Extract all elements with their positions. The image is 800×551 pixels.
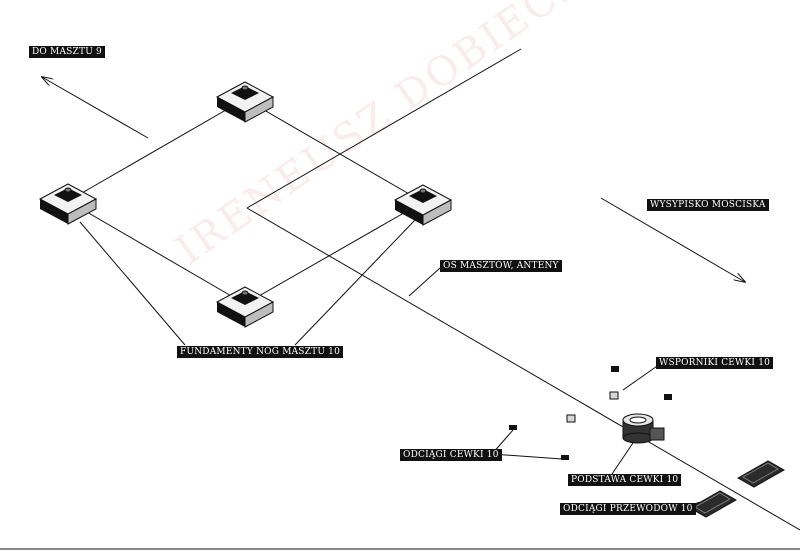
label-mast-axis: OŚ MASZTÓW, ANTENY bbox=[440, 260, 562, 272]
foundation-block-right bbox=[393, 184, 453, 226]
coil-guy-1 bbox=[509, 425, 517, 430]
wire-guy-block-2 bbox=[688, 490, 738, 518]
label-mast-leg-foundations: FUNDAMENTY NÓG MASZTU 10 bbox=[177, 346, 344, 358]
foundation-block-top bbox=[215, 81, 275, 123]
arrow-to-landfill bbox=[600, 197, 745, 282]
foundation-outline bbox=[67, 98, 424, 305]
label-landfill: WYSYPISKO MOŚCISKA bbox=[647, 199, 769, 211]
label-coil-guys: ODCIĄGI CEWKI 10 bbox=[400, 449, 502, 461]
coil-support-1 bbox=[611, 366, 619, 372]
coil-base bbox=[622, 413, 665, 444]
leader-lines bbox=[79, 219, 713, 507]
coil-support-3 bbox=[664, 394, 672, 400]
label-to-mast-9: DO MASZTU 9 bbox=[29, 46, 105, 58]
foundation-block-bottom bbox=[215, 286, 275, 328]
arrow-to-mast-9 bbox=[42, 77, 149, 139]
foundation-block-left bbox=[38, 183, 98, 225]
label-wire-guys: ODCIĄGI PRZEWODÓW 10 bbox=[560, 503, 696, 515]
label-coil-base: PODSTAWA CEWKI 10 bbox=[568, 474, 682, 486]
coil-guy-2 bbox=[561, 455, 569, 460]
mast-axis bbox=[246, 48, 800, 531]
coil-support-4 bbox=[566, 414, 576, 423]
wire-guy-block-1 bbox=[736, 460, 786, 488]
coil-support-2 bbox=[609, 391, 619, 400]
label-coil-supports: WSPORNIKI CEWKI 10 bbox=[656, 357, 774, 369]
